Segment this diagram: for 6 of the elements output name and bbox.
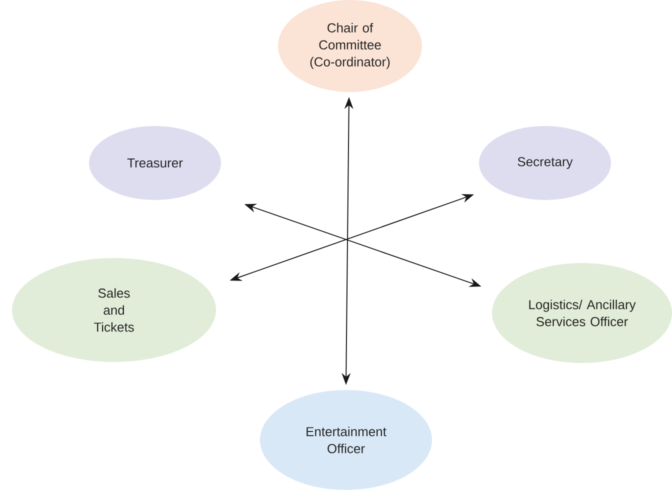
ellipse-node: Entertainment Officer [260,390,432,490]
ellipse-node: Sales and Tickets [12,258,216,362]
ellipse-node: Chair of Committee (Co-ordinator) [278,0,422,92]
ellipse-node: Treasurer [89,126,221,200]
ellipse-node: Secretary [479,126,611,200]
ellipse-node: Logistics/ Ancillary Services Officer [492,263,672,363]
